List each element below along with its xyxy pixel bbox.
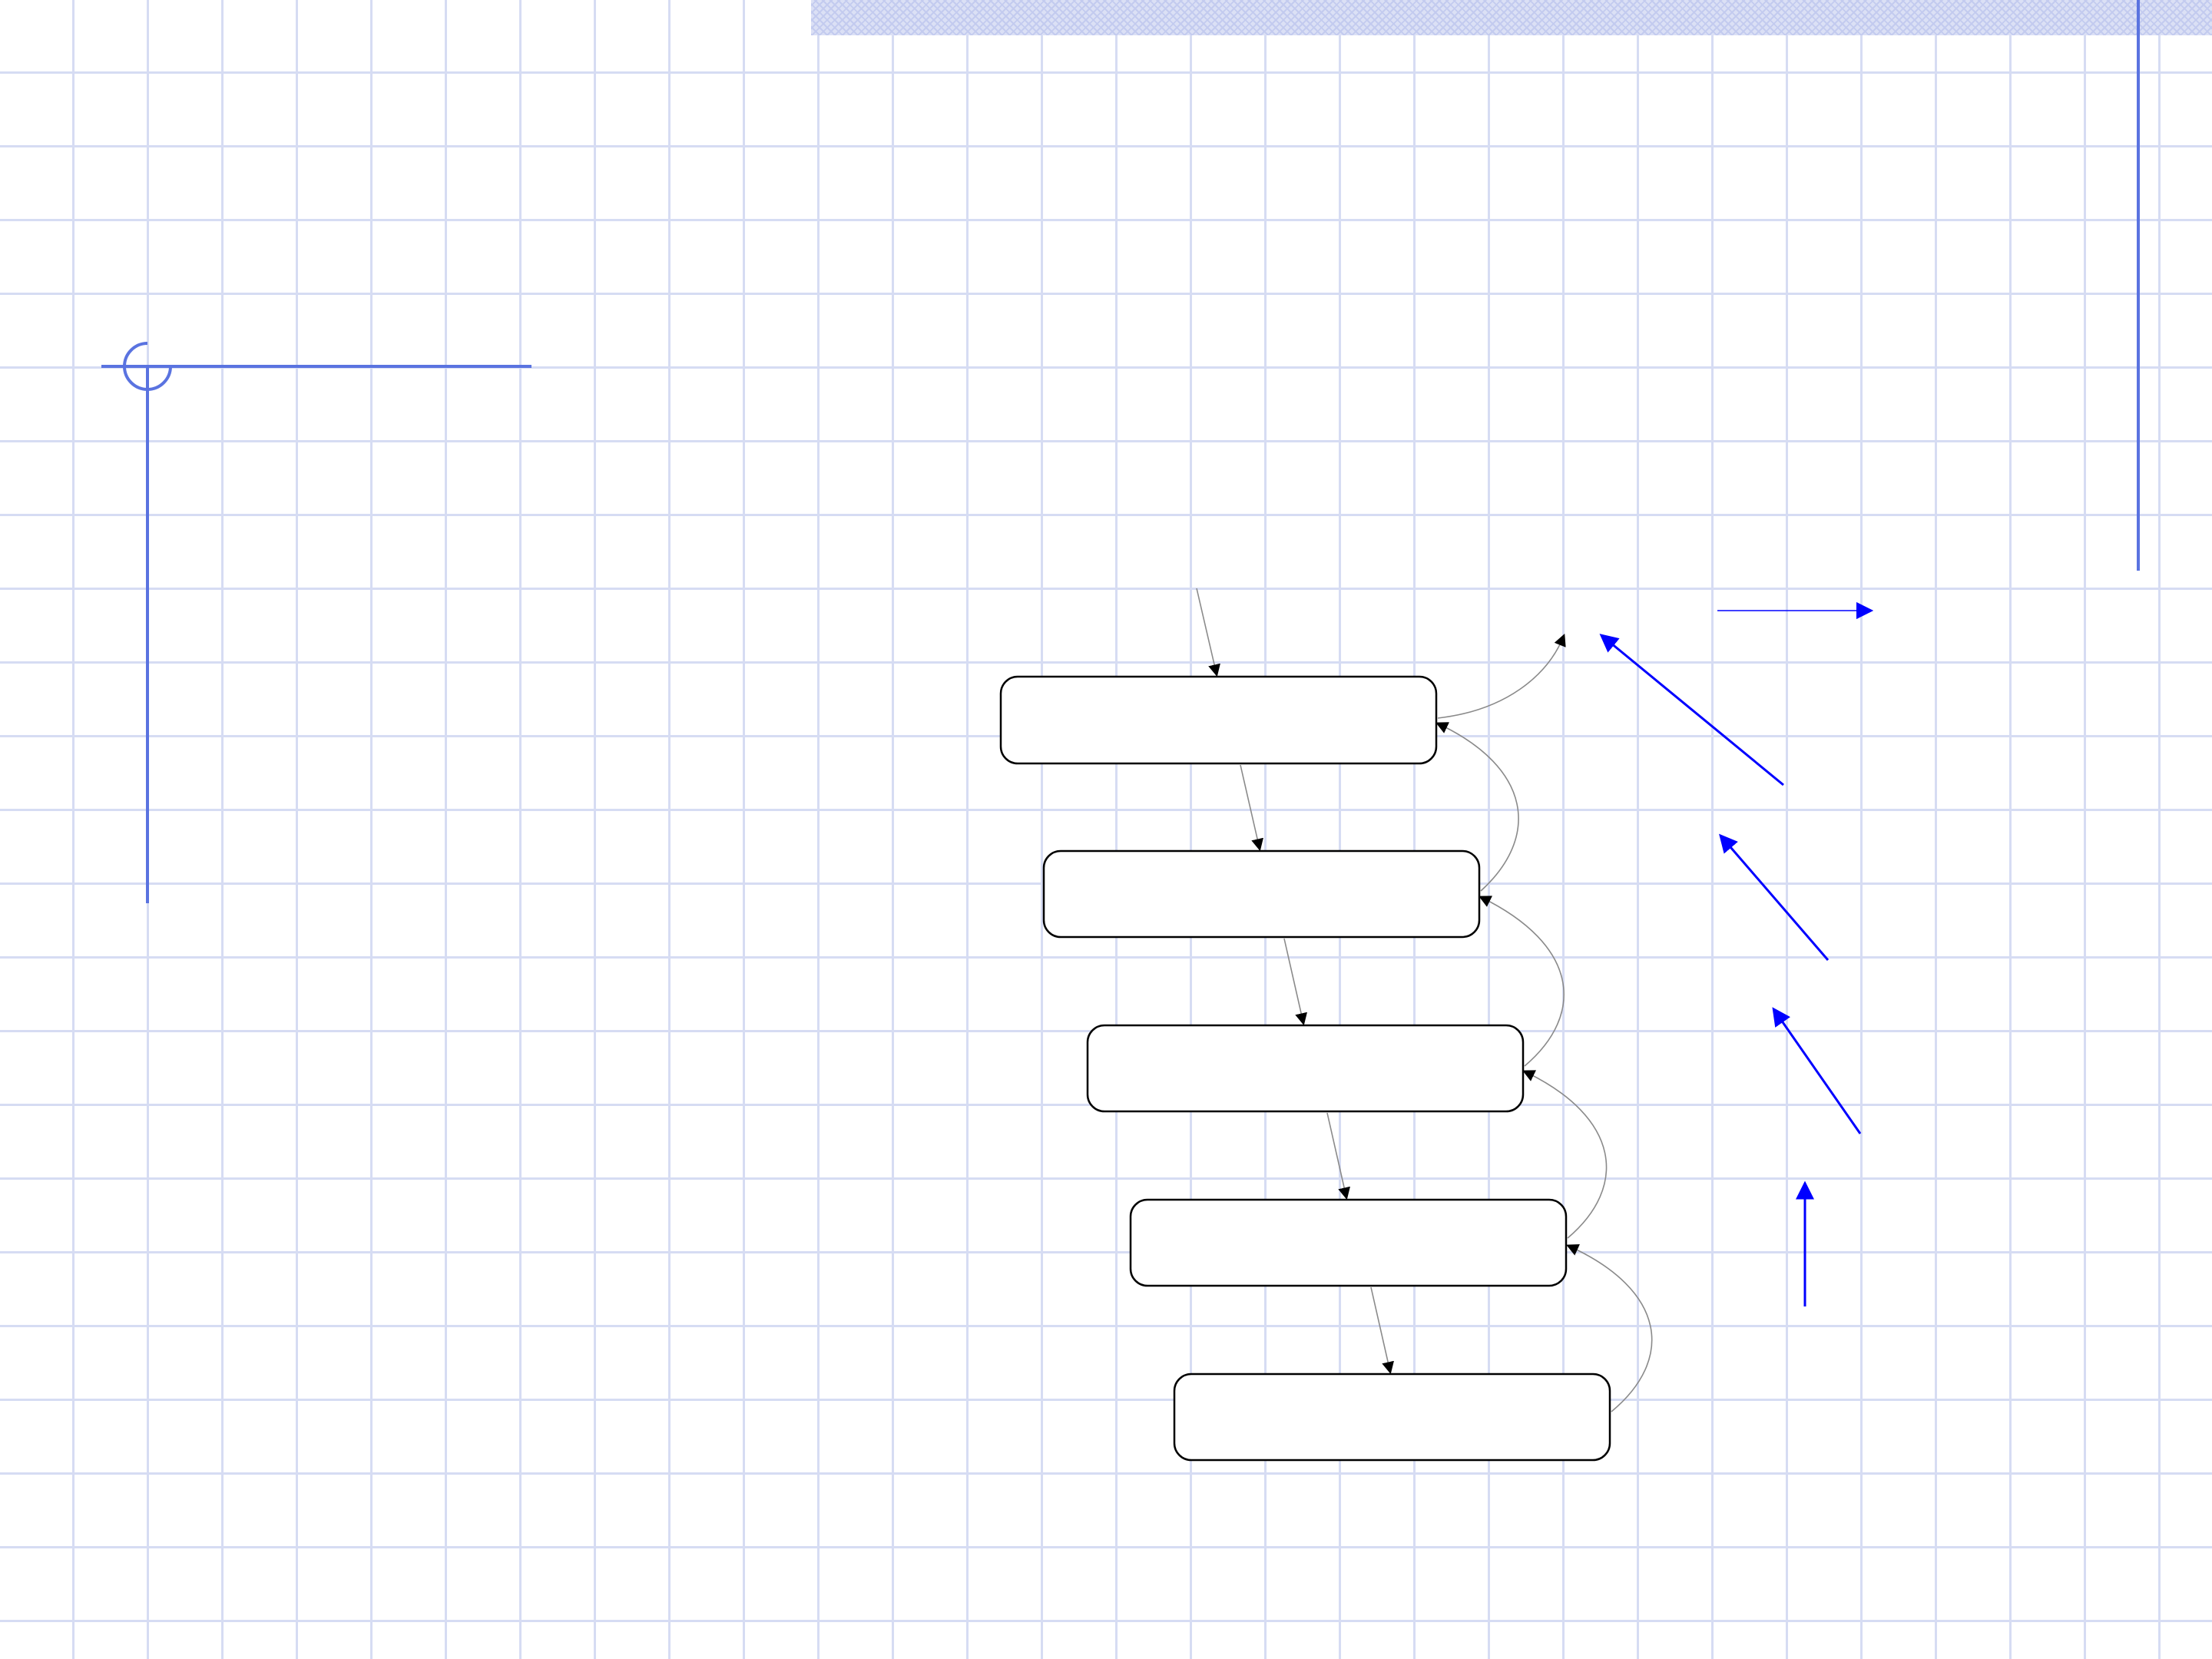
- connector-down-2-3: [1283, 938, 1307, 1026]
- header-band: [811, 0, 2212, 35]
- flow-box-2: [1042, 849, 1481, 939]
- flow-box-3: [1086, 1024, 1525, 1113]
- flow-box-5: [1173, 1373, 1611, 1462]
- blue-pointer-arrows: [1599, 601, 1874, 1306]
- connector-down-1-2: [1240, 764, 1263, 852]
- connector-down-3-4: [1326, 1112, 1350, 1200]
- return-curve-1-out: [1437, 634, 1566, 719]
- flow-box-4: [1129, 1198, 1568, 1287]
- return-curve-4-3: [1522, 1070, 1608, 1239]
- return-curve-3-2: [1479, 896, 1565, 1067]
- blue-arrow-3: [1772, 1007, 1862, 1134]
- blue-arrow-2: [1719, 833, 1830, 961]
- blue-arrow-1: [1599, 634, 1784, 786]
- down-connectors: [1196, 588, 1394, 1375]
- return-curve-2-1: [1435, 722, 1519, 892]
- return-curve-5-4: [1566, 1244, 1653, 1412]
- flow-boxes: [999, 675, 1611, 1462]
- return-connectors: [1435, 634, 1653, 1412]
- flow-box-1: [999, 675, 1438, 765]
- corner-decoration: [101, 342, 531, 903]
- connector-entry-arrow: [1196, 588, 1220, 677]
- connector-down-4-5: [1370, 1286, 1394, 1375]
- decor-circle-arc: [123, 342, 172, 391]
